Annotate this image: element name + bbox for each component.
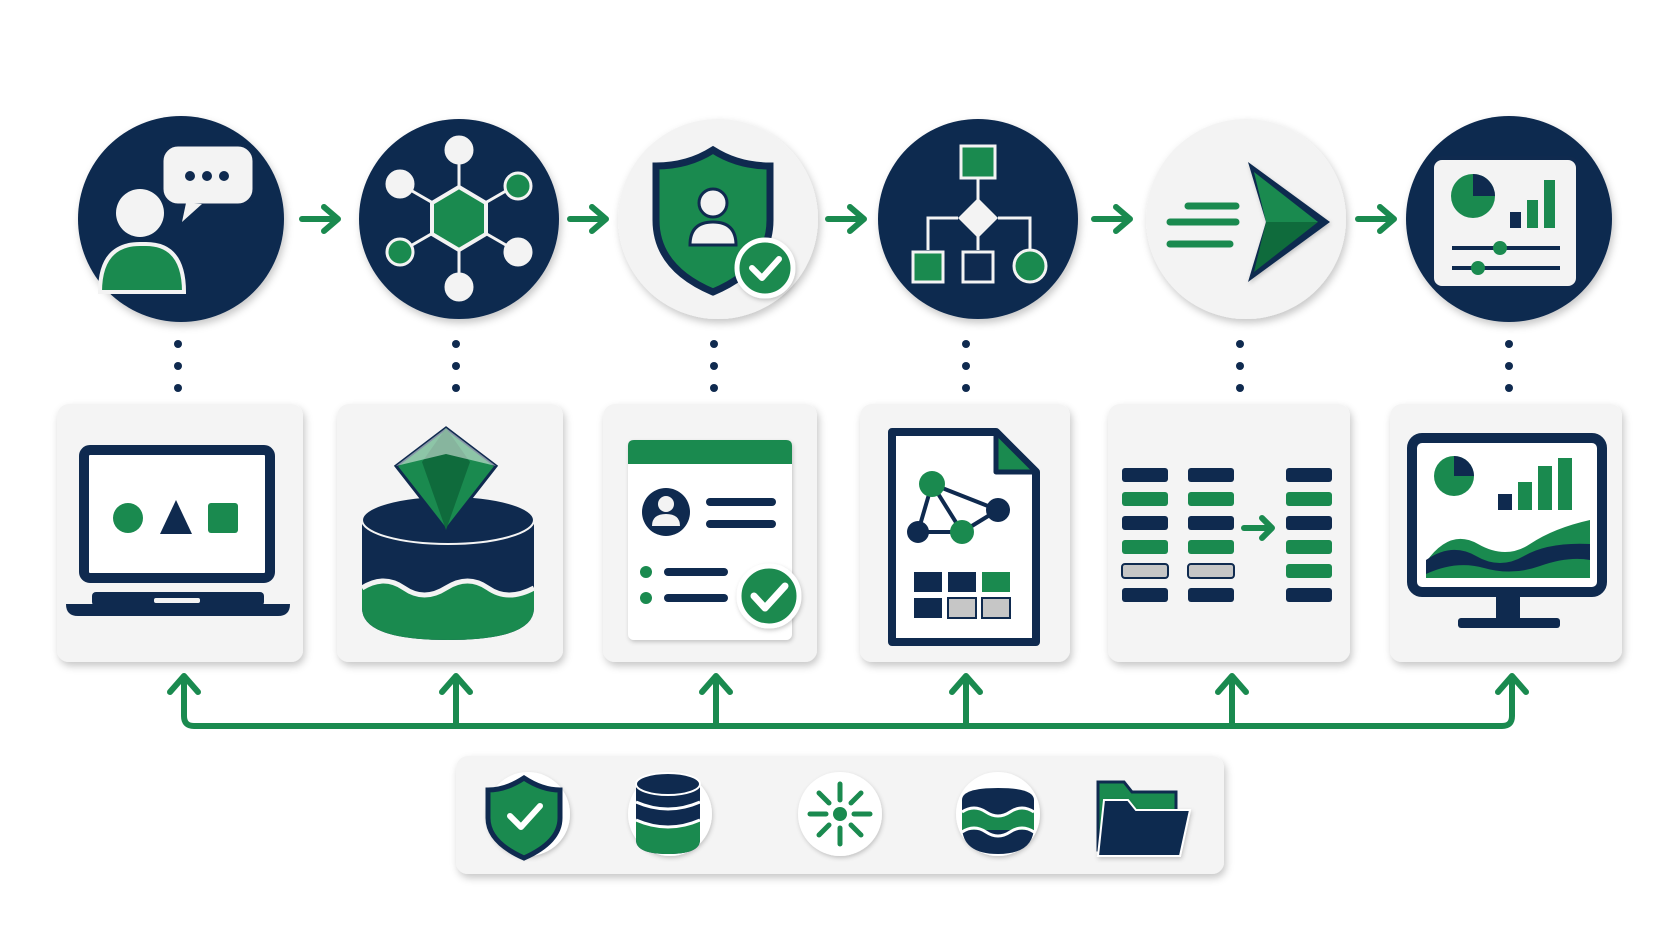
chat-user-icon bbox=[97, 143, 256, 294]
stage-2-circle bbox=[359, 119, 559, 319]
transform-arrow bbox=[1241, 515, 1275, 541]
lake-wave-icon bbox=[956, 772, 1040, 856]
gem-data-lake-icon bbox=[360, 426, 536, 640]
dots-2 bbox=[452, 340, 460, 392]
stage-5-card bbox=[1108, 404, 1350, 662]
stage-3-circle bbox=[618, 119, 818, 319]
dashboard-panel-icon bbox=[1430, 156, 1580, 290]
graph-document-icon bbox=[888, 428, 1040, 646]
folder-icon bbox=[1096, 780, 1192, 857]
flowchart-icon bbox=[911, 144, 1048, 284]
column-1 bbox=[1121, 468, 1169, 602]
arrow-right-1 bbox=[299, 204, 341, 234]
flow-arrows bbox=[299, 204, 1397, 234]
stage-5-circle bbox=[1146, 119, 1346, 319]
stage-3-card bbox=[603, 404, 817, 662]
stage-4-card bbox=[860, 404, 1070, 662]
data-columns-transform-icon bbox=[1121, 468, 1332, 602]
arrow-right-4 bbox=[1091, 204, 1133, 234]
arrow-right-5 bbox=[1355, 204, 1397, 234]
snowflake-icon bbox=[798, 772, 882, 856]
dotted-connectors bbox=[174, 340, 1513, 392]
hexagon-network-icon bbox=[385, 135, 533, 302]
feedback-bus bbox=[167, 673, 1529, 729]
stage-2-card bbox=[337, 404, 563, 662]
column-3 bbox=[1286, 468, 1332, 602]
stage-1-card bbox=[57, 404, 303, 662]
database-icon bbox=[628, 772, 712, 856]
dots-4 bbox=[962, 340, 970, 392]
stage-4-circle bbox=[878, 119, 1078, 319]
profile-form-check-icon bbox=[628, 440, 802, 640]
dots-3 bbox=[710, 340, 718, 392]
stage-6-circle bbox=[1406, 116, 1612, 322]
arrow-right-2 bbox=[567, 204, 609, 234]
laptop-shapes-icon bbox=[66, 445, 290, 616]
up-arrowheads bbox=[167, 673, 1529, 695]
user-shield-check-icon bbox=[652, 145, 796, 299]
stage-6-card bbox=[1390, 404, 1622, 662]
fast-forward-arrow-icon bbox=[1166, 162, 1330, 282]
monitor-analytics-icon bbox=[1407, 433, 1607, 628]
shield-check-icon bbox=[485, 772, 570, 861]
foundation-bar bbox=[456, 756, 1224, 874]
dots-5 bbox=[1236, 340, 1244, 392]
arrow-right-3 bbox=[825, 204, 867, 234]
column-2 bbox=[1187, 468, 1235, 602]
dots-6 bbox=[1505, 340, 1513, 392]
stage-1-circle bbox=[78, 116, 284, 322]
dots-1 bbox=[174, 340, 182, 392]
